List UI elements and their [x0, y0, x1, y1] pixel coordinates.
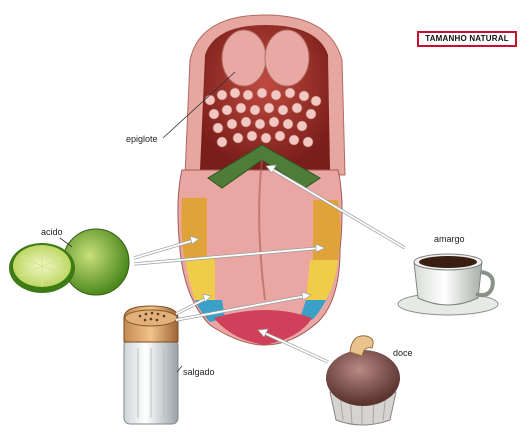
cupcake-icon	[326, 335, 400, 426]
label-acido: acido	[41, 227, 63, 237]
coffee-cup-icon	[397, 253, 499, 316]
zone-acido-left	[181, 198, 207, 258]
label-salgado: salgado	[183, 367, 215, 377]
label-epiglote: epiglote	[126, 134, 158, 144]
zone-salgado-left	[195, 300, 225, 322]
size-badge: TAMANHO NATURAL	[417, 31, 517, 47]
taste-arrows	[133, 164, 406, 364]
zone-acido-right	[313, 200, 341, 260]
pointer-lines	[59, 71, 236, 373]
label-doce: doce	[393, 348, 413, 358]
salt-shaker-icon	[123, 305, 179, 425]
tongue-illustration	[177, 14, 346, 346]
zone-salgado-right	[300, 300, 326, 320]
zone-doce	[214, 310, 312, 345]
lime-icon	[9, 228, 130, 296]
label-amargo: amargo	[434, 234, 465, 244]
